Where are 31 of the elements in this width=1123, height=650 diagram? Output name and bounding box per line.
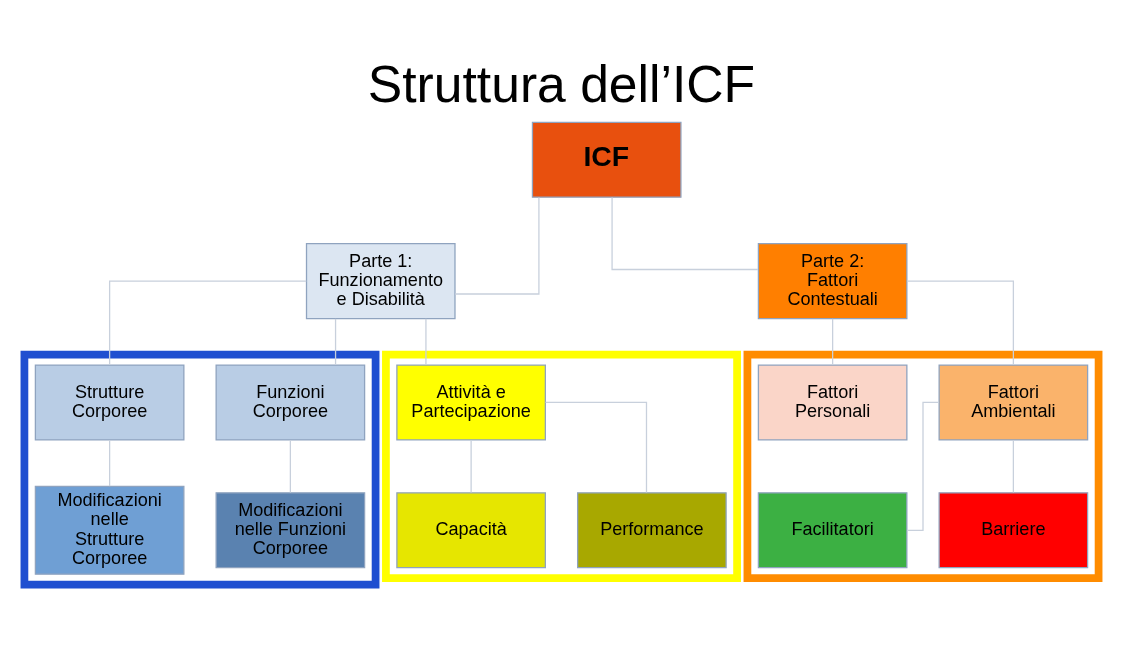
node-box: Parte 1: Funzionamento e Disabilità xyxy=(305,243,456,320)
node-box: Facilitatori xyxy=(757,492,908,569)
connector xyxy=(544,401,648,494)
connector xyxy=(1012,439,1015,494)
node-box: Modificazioni nelle Strutture Corporee xyxy=(34,485,185,575)
diagram-title: Struttura dell’ICF xyxy=(367,54,756,113)
node-box: Fattori Personali xyxy=(757,364,908,441)
connector xyxy=(334,318,337,366)
node-box: Funzioni Corporee xyxy=(215,364,366,441)
cluster xyxy=(20,350,380,589)
connector xyxy=(470,439,472,494)
cluster xyxy=(743,350,1103,582)
connector xyxy=(108,280,307,366)
node-box: Strutture Corporee xyxy=(34,364,185,441)
connector xyxy=(906,401,940,531)
node-box: ICF xyxy=(531,121,682,198)
node-box: Fattori Ambientali xyxy=(938,364,1089,441)
node-box: Parte 2: Fattori Contestuali xyxy=(757,243,908,320)
connector xyxy=(108,439,111,487)
node-box: Capacità xyxy=(396,492,546,569)
connector xyxy=(425,318,427,366)
cluster xyxy=(382,350,741,582)
node-box: Modificazioni nelle Funzioni Corporee xyxy=(215,492,366,569)
node-box: Performance xyxy=(577,492,727,569)
connector xyxy=(289,439,291,494)
connector xyxy=(611,196,759,271)
connector xyxy=(906,280,1015,366)
node-box: Attività e Partecipazione xyxy=(396,364,546,441)
connector xyxy=(454,196,540,295)
node-box: Barriere xyxy=(938,492,1089,569)
connector xyxy=(832,318,834,366)
